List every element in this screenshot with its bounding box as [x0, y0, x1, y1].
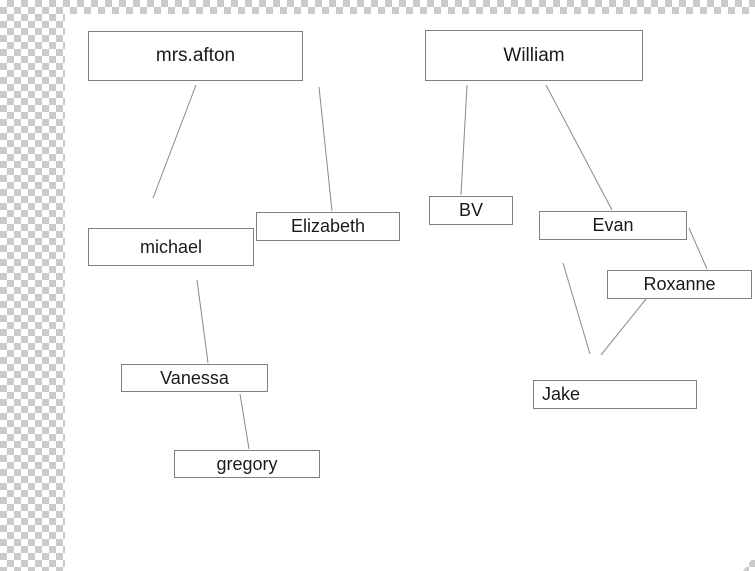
edge-william-bv[interactable] — [460, 84, 468, 196]
node-label: Evan — [592, 215, 634, 235]
edge-evan-roxanne[interactable] — [688, 227, 708, 270]
node-michael[interactable]: michael — [88, 228, 254, 266]
node-mrs-afton[interactable]: mrs.afton — [88, 31, 303, 81]
edge-evan-jake[interactable] — [562, 262, 591, 355]
node-elizabeth[interactable]: Elizabeth — [256, 212, 400, 241]
node-roxanne[interactable]: Roxanne — [607, 270, 752, 299]
edge-william-evan[interactable] — [545, 84, 613, 211]
node-label: Vanessa — [160, 367, 229, 388]
node-bv[interactable]: BV — [429, 196, 513, 225]
edge-roxanne-jake[interactable] — [600, 298, 647, 356]
node-vanessa[interactable]: Vanessa — [121, 364, 268, 392]
node-label: William — [503, 44, 565, 66]
edge-mrs-afton-michael[interactable] — [152, 84, 197, 199]
node-gregory[interactable]: gregory — [174, 450, 320, 478]
node-evan[interactable]: Evan — [539, 211, 687, 240]
node-label: Jake — [542, 384, 581, 404]
node-william[interactable]: William — [425, 30, 643, 81]
node-label: BV — [458, 200, 483, 220]
node-label: michael — [139, 236, 203, 257]
node-jake[interactable]: Jake — [533, 380, 697, 409]
edge-mrs-afton-elizabeth[interactable] — [318, 86, 333, 212]
node-label: Roxanne — [643, 274, 716, 294]
node-label: Elizabeth — [290, 216, 366, 236]
node-label: gregory — [216, 453, 278, 474]
edge-michael-vanessa[interactable] — [196, 279, 209, 364]
edge-vanessa-gregory[interactable] — [239, 393, 250, 450]
node-label: mrs.afton — [155, 45, 236, 66]
